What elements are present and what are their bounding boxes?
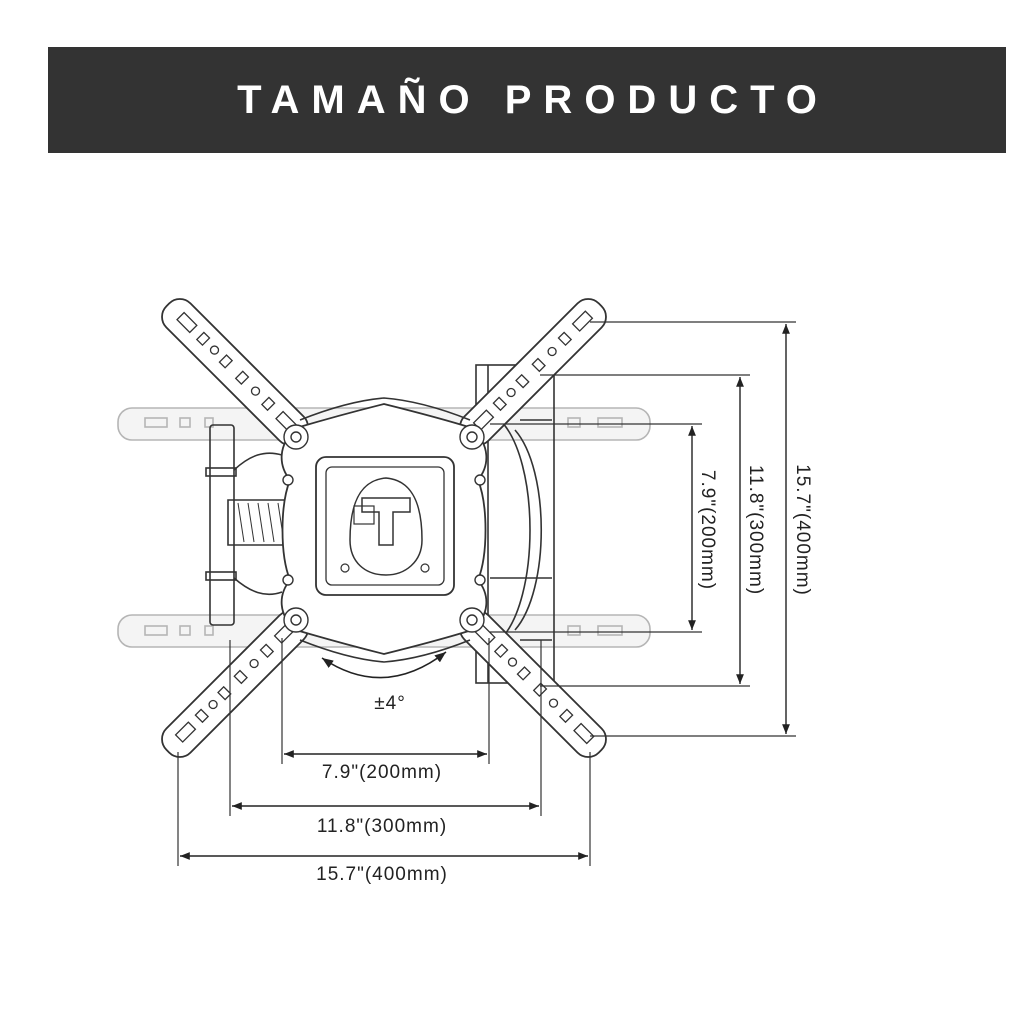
dim-label-v-300: 11.8"(300mm): [745, 465, 766, 595]
horizontal-dimensions: [180, 750, 588, 860]
banner-title: TAMAÑO PRODUCTO: [237, 77, 829, 122]
dim-label-h-400: 15.7"(400mm): [316, 864, 448, 885]
vertical-extension-lines: [490, 321, 796, 737]
center-mounting-plate: [280, 403, 488, 655]
horizontal-extension-lines: [177, 638, 591, 866]
tilt-indicator: ±4°: [321, 651, 447, 714]
vertical-dimensions: [688, 324, 790, 734]
dim-label-v-400: 15.7"(400mm): [792, 464, 813, 596]
dim-label-h-300: 11.8"(300mm): [317, 816, 447, 837]
dim-label-h-200: 7.9"(200mm): [322, 762, 442, 783]
tilt-label: ±4°: [374, 693, 406, 714]
vesa-arms: [161, 298, 607, 758]
horizontal-dimension-labels: 7.9"(200mm) 11.8"(300mm) 15.7"(400mm): [316, 762, 448, 885]
dim-label-v-200: 7.9"(200mm): [697, 470, 718, 590]
title-banner: TAMAÑO PRODUCTO: [48, 47, 1006, 153]
vertical-dimension-labels: 7.9"(200mm) 11.8"(300mm) 15.7"(400mm): [697, 464, 813, 596]
